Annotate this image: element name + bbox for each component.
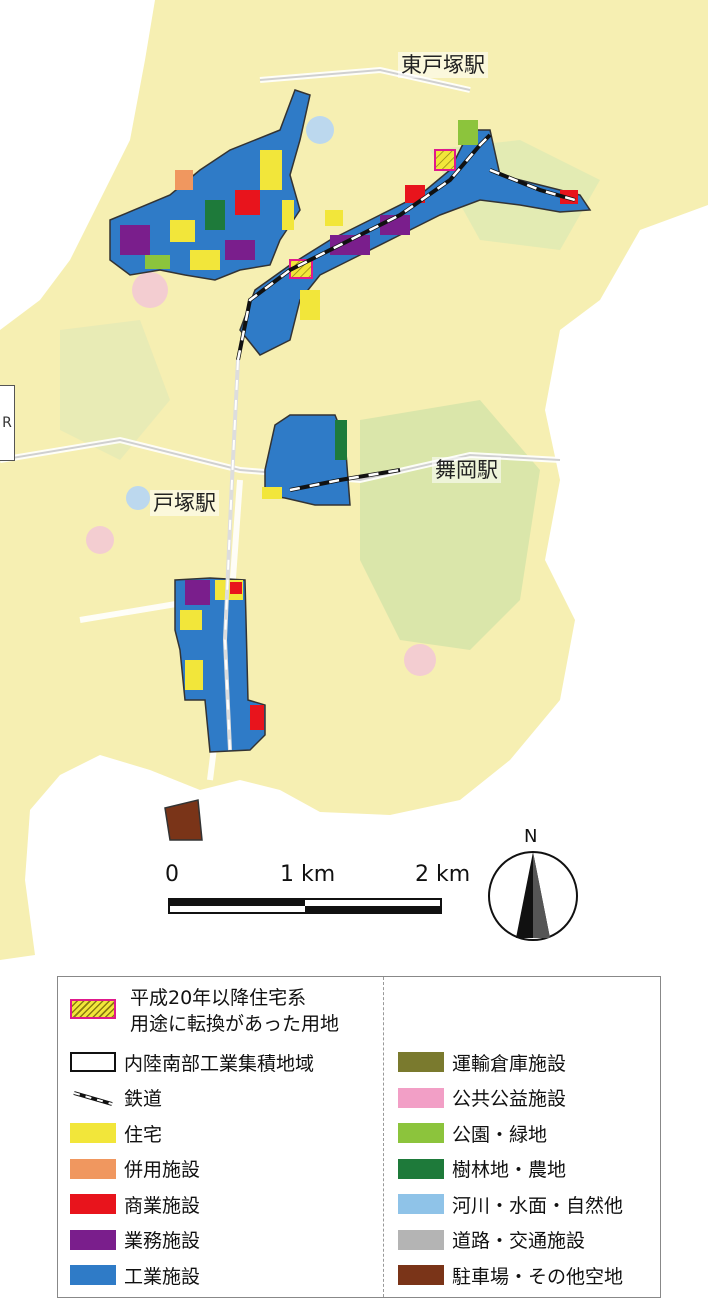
- legend-item: 住宅: [70, 1120, 162, 1146]
- legend-item-label: 駐車場・その他空地: [452, 1265, 624, 1288]
- station-label-higashi-totsuka: 東戸塚駅: [398, 52, 488, 78]
- north-arrow: N: [486, 826, 580, 944]
- legend-swatch: [398, 1229, 444, 1250]
- scale-label-2km: 2 km: [415, 862, 471, 887]
- legend-item-label: 河川・水面・自然他: [452, 1194, 624, 1217]
- station-label-maioka: 舞岡駅: [432, 457, 501, 483]
- legend-item: 河川・水面・自然他: [398, 1191, 623, 1217]
- legend-item-label: 工業施設: [124, 1265, 201, 1288]
- scale-bar-graphic: [168, 898, 442, 914]
- water-patch: [306, 116, 334, 144]
- public-facility-patch: [132, 272, 168, 308]
- legend-item: 公園・緑地: [398, 1120, 547, 1146]
- legend-swatch: [70, 1229, 116, 1250]
- legend-label-converted: 平成20年以降住宅系 用途に転換があった用地: [130, 987, 340, 1035]
- land-use-patches-northwest: [120, 150, 294, 270]
- legend-swatch: [70, 1123, 116, 1143]
- scale-label-zero: 0: [165, 862, 179, 887]
- compass-icon: [488, 851, 578, 941]
- parking-lot-area: [164, 799, 203, 841]
- legend-item: 併用施設: [70, 1156, 200, 1182]
- legend-item: 公共公益施設: [398, 1085, 566, 1111]
- legend-item: 樹林地・農地: [398, 1156, 566, 1182]
- legend-item-label: 運輸倉庫施設: [452, 1052, 567, 1075]
- legend-item: 道路・交通施設: [398, 1227, 585, 1253]
- greenery-patch: [60, 320, 170, 460]
- legend-swatch: [70, 1052, 116, 1072]
- legend-item-label: 樹林地・農地: [452, 1159, 567, 1181]
- legend-swatch: [398, 1087, 444, 1108]
- legend-swatch: [70, 1194, 116, 1214]
- legend-swatch-converted: [70, 999, 116, 1019]
- legend-item: 業務施設: [70, 1227, 200, 1253]
- edge-station-label: R: [0, 385, 15, 461]
- scale-label-1km: 1 km: [280, 862, 336, 887]
- industrial-zone-northwest: [109, 89, 311, 281]
- legend-item: 駐車場・その他空地: [398, 1262, 623, 1288]
- legend: 平成20年以降住宅系 用途に転換があった用地 内陸南部工業集積地域鉄道住宅併用施…: [57, 976, 661, 1298]
- legend-item-label: 業務施設: [124, 1230, 201, 1252]
- legend-swatch: [398, 1265, 444, 1285]
- public-facility-patch: [404, 644, 436, 676]
- legend-item: 工業施設: [70, 1262, 200, 1288]
- legend-item-label: 道路・交通施設: [452, 1230, 586, 1252]
- legend-swatch: [398, 1158, 444, 1179]
- land-use-patch: [262, 487, 282, 499]
- legend-item-label: 公共公益施設: [452, 1088, 567, 1110]
- legend-swatch: [70, 1158, 116, 1179]
- legend-item: 運輸倉庫施設: [398, 1049, 566, 1075]
- legend-item: 内陸南部工業集積地域: [70, 1049, 314, 1075]
- legend-item-label: 鉄道: [124, 1088, 163, 1110]
- scale-bar: 0 1 km 2 km: [160, 862, 470, 922]
- legend-item-label: 内陸南部工業集積地域: [124, 1052, 315, 1075]
- north-label: N: [524, 826, 538, 847]
- legend-item-label: 商業施設: [124, 1194, 201, 1217]
- legend-swatch: [398, 1052, 444, 1072]
- land-use-patch: [335, 420, 347, 460]
- land-use-map: [0, 0, 708, 960]
- legend-swatch: [398, 1194, 444, 1214]
- station-label-totsuka: 戸塚駅: [150, 490, 219, 516]
- legend-item-label: 併用施設: [124, 1159, 201, 1181]
- industrial-zone-northeast: [239, 129, 592, 356]
- legend-swatch: [70, 1088, 116, 1108]
- railway-line: [222, 133, 576, 751]
- legend-item-label: 公園・緑地: [452, 1123, 548, 1146]
- legend-item-label: 住宅: [124, 1123, 163, 1146]
- legend-swatch: [398, 1123, 444, 1143]
- legend-swatch: [70, 1265, 116, 1285]
- water-patch: [126, 486, 150, 510]
- legend-item: 鉄道: [70, 1085, 162, 1111]
- land-use-patches-south: [180, 580, 264, 730]
- land-use-patches-northeast: [289, 120, 578, 320]
- public-facility-patch: [86, 526, 114, 554]
- legend-divider: [383, 977, 384, 1297]
- legend-item: 商業施設: [70, 1191, 200, 1217]
